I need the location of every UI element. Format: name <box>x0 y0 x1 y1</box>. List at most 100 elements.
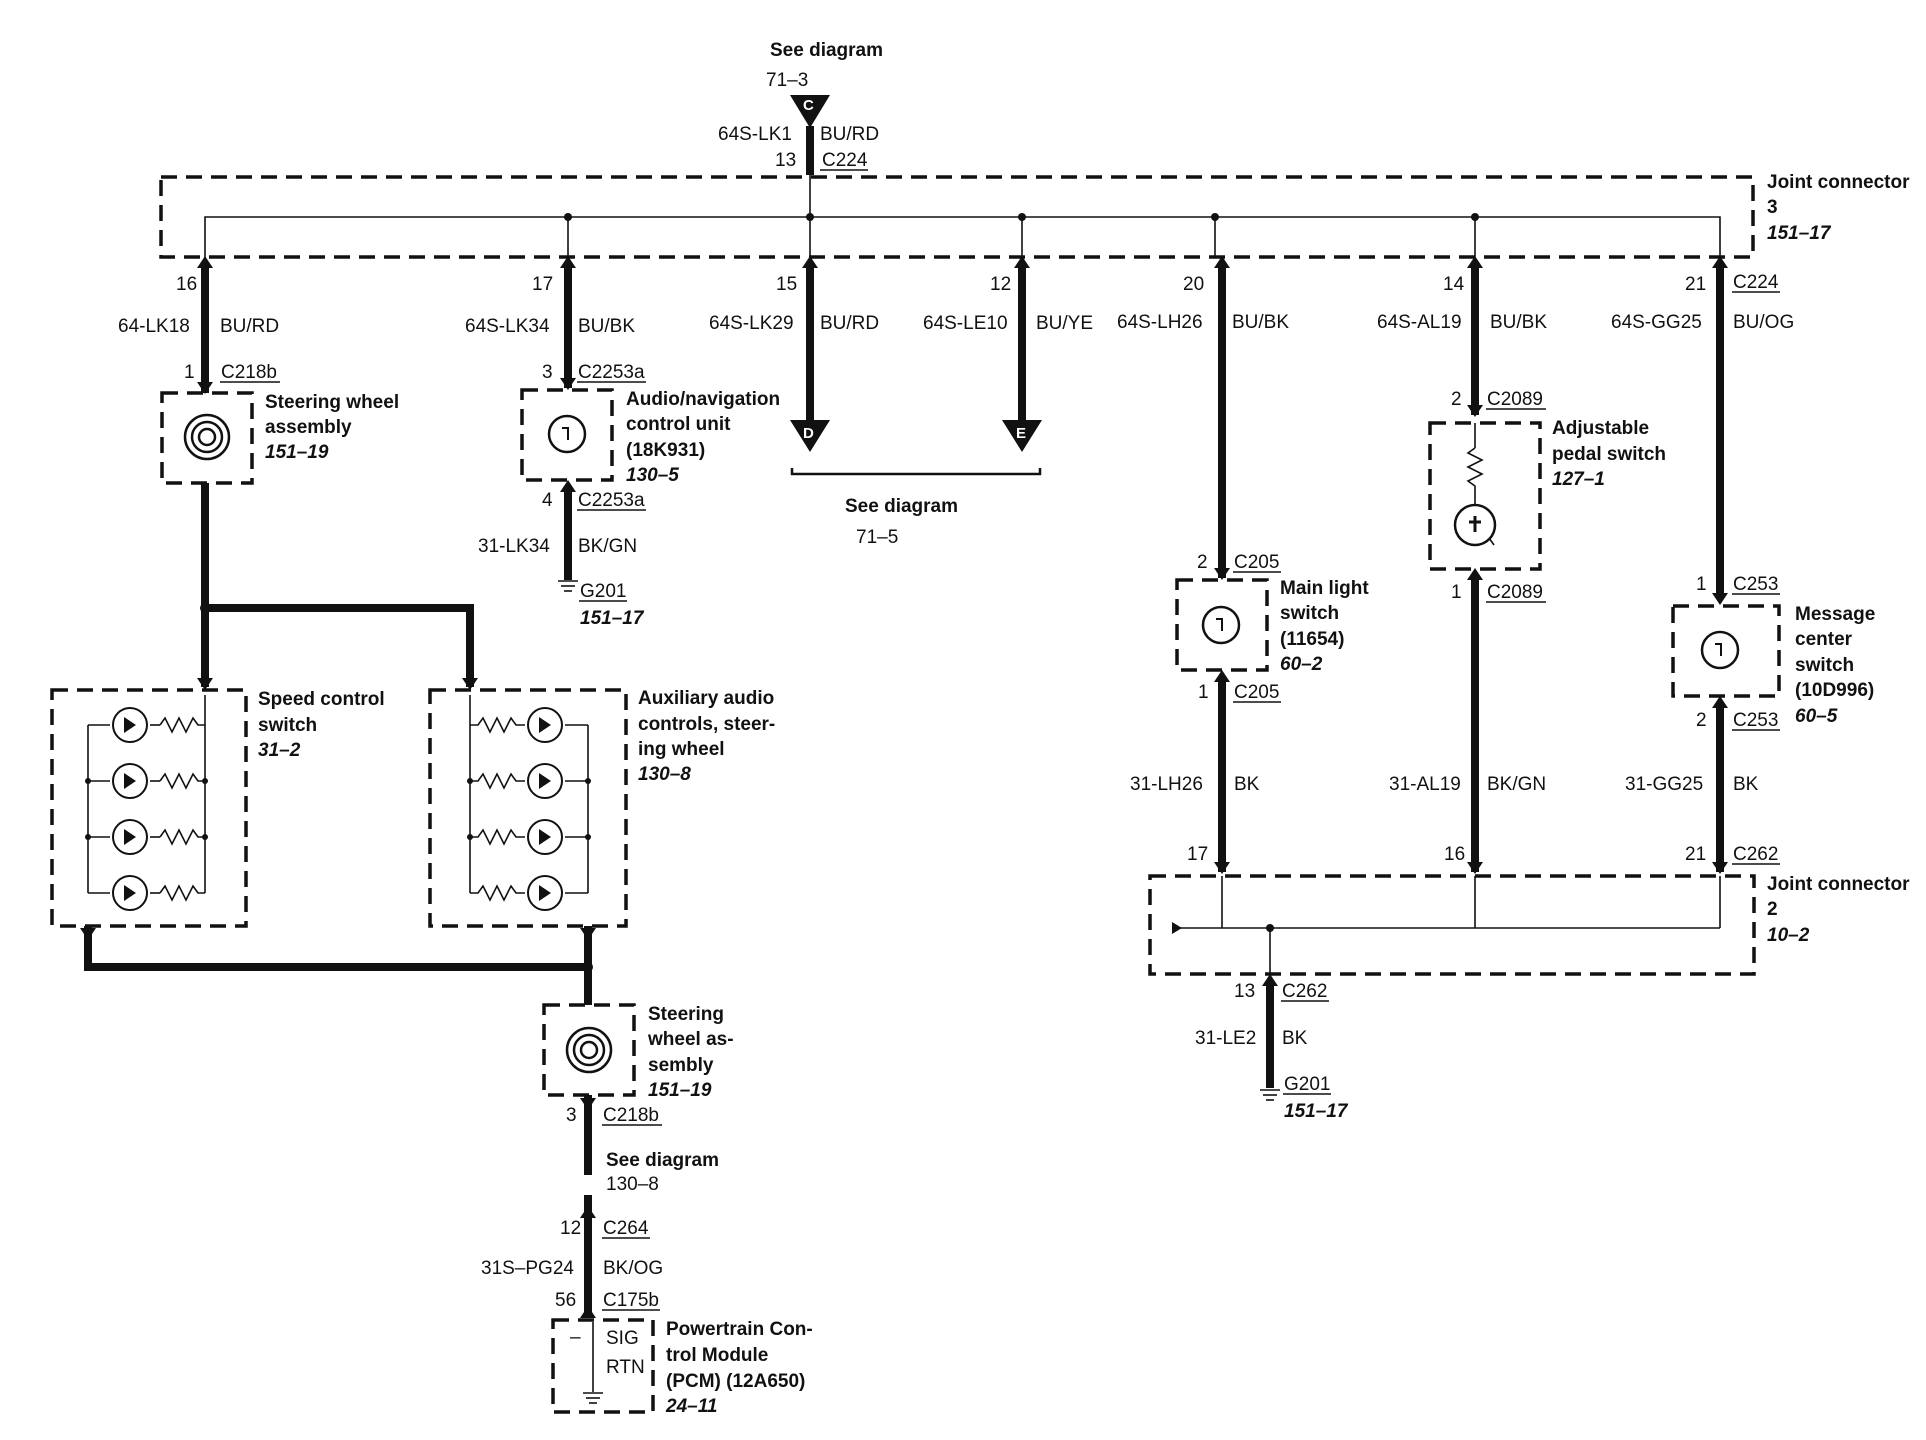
svg-text:C262: C262 <box>1733 844 1778 865</box>
svg-text:21: 21 <box>1685 274 1706 295</box>
svg-text:C224: C224 <box>1733 272 1779 293</box>
svg-text:151–19: 151–19 <box>648 1080 712 1101</box>
svg-text:16: 16 <box>1444 844 1465 865</box>
arrow-icon <box>197 256 213 268</box>
svg-text:controls, steer-: controls, steer- <box>638 714 775 735</box>
ground-icon <box>583 1392 603 1404</box>
svg-text:C2089: C2089 <box>1487 582 1543 603</box>
svg-text:(PCM) (12A650): (PCM) (12A650) <box>666 1371 805 1392</box>
top-wire: 64S-LK1 <box>718 124 792 145</box>
svg-text:1: 1 <box>1451 582 1462 603</box>
svg-text:4: 4 <box>542 490 553 511</box>
audio-nav-control-unit-box <box>520 388 614 482</box>
svg-text:Audio/navigation: Audio/navigation <box>626 389 780 410</box>
branch-labels: 16 64-LK18 BU/RD 17 64S-LK34 BU/BK 15 64… <box>118 272 1794 337</box>
pedal-switch-circuit <box>1453 423 1497 547</box>
svg-text:C253: C253 <box>1733 574 1778 595</box>
svg-text:switch: switch <box>1795 655 1854 676</box>
joint-connector-3-bus <box>204 216 1721 258</box>
adjustable-pedal-switch-box <box>1428 421 1542 571</box>
svg-text:trol Module: trol Module <box>666 1345 768 1366</box>
svg-text:BU/YE: BU/YE <box>1036 313 1093 334</box>
svg-text:151–17: 151–17 <box>580 608 645 629</box>
svg-text:127–1: 127–1 <box>1552 469 1605 490</box>
svg-text:Auxiliary audio: Auxiliary audio <box>638 688 774 709</box>
svg-text:31-LE2: 31-LE2 <box>1195 1028 1256 1049</box>
joint3-label: Joint connector <box>1767 172 1910 193</box>
svg-text:1: 1 <box>184 362 195 383</box>
svg-text:BU/BK: BU/BK <box>578 316 635 337</box>
pcm-box <box>551 1318 655 1414</box>
svg-text:See diagram: See diagram <box>845 496 958 517</box>
svg-text:BK/GN: BK/GN <box>1487 774 1546 795</box>
svg-text:Steering wheel: Steering wheel <box>265 392 399 413</box>
svg-text:See diagram: See diagram <box>606 1150 719 1171</box>
svg-text:151–19: 151–19 <box>265 442 329 463</box>
svg-text:3: 3 <box>566 1105 577 1126</box>
svg-text:64S-LK29: 64S-LK29 <box>709 313 794 334</box>
svg-text:60–5: 60–5 <box>1795 706 1838 727</box>
svg-text:switch: switch <box>1280 603 1339 624</box>
svg-text:G201: G201 <box>580 581 626 602</box>
svg-text:31-LH26: 31-LH26 <box>1130 774 1203 795</box>
svg-text:(18K931): (18K931) <box>626 440 705 461</box>
switch-icon <box>1201 605 1241 645</box>
svg-text:pedal switch: pedal switch <box>1552 444 1666 465</box>
svg-text:BU/RD: BU/RD <box>220 316 279 337</box>
svg-text:center: center <box>1795 629 1853 650</box>
svg-text:C264: C264 <box>603 1218 649 1239</box>
svg-text:Speed control: Speed control <box>258 689 385 710</box>
svg-text:BK/OG: BK/OG <box>603 1258 663 1279</box>
svg-text:Joint connector: Joint connector <box>1767 874 1910 895</box>
svg-text:BK: BK <box>1234 774 1260 795</box>
svg-text:Powertrain Con-: Powertrain Con- <box>666 1319 813 1340</box>
clockspring-icon <box>565 1026 613 1074</box>
svg-text:G201: G201 <box>1284 1074 1330 1095</box>
svg-text:C175b: C175b <box>603 1290 659 1311</box>
svg-text:ing wheel: ing wheel <box>638 739 725 760</box>
svg-text:(11654): (11654) <box>1280 629 1344 650</box>
connector-d-letter: D <box>803 425 814 442</box>
connector-c-arrow-icon <box>790 95 830 128</box>
svg-text:Adjustable: Adjustable <box>1552 418 1649 439</box>
joint3-ref: 151–17 <box>1767 223 1832 244</box>
svg-text:BU/OG: BU/OG <box>1733 312 1794 333</box>
svg-text:BK/GN: BK/GN <box>578 536 637 557</box>
svg-text:21: 21 <box>1685 844 1706 865</box>
message-center-switch-box <box>1671 604 1781 698</box>
svg-text:151–17: 151–17 <box>1284 1101 1349 1122</box>
svg-text:17: 17 <box>532 274 553 295</box>
svg-text:130–8: 130–8 <box>606 1174 659 1195</box>
svg-text:RTN: RTN <box>606 1357 645 1378</box>
svg-text:C2253a: C2253a <box>578 490 645 511</box>
svg-text:–: – <box>570 1327 581 1348</box>
svg-text:31S–PG24: 31S–PG24 <box>481 1258 574 1279</box>
top-pin: 13 <box>775 150 796 171</box>
svg-text:BU/RD: BU/RD <box>820 313 879 334</box>
svg-text:71–5: 71–5 <box>856 527 898 548</box>
steering-wheel-assembly-2-box <box>542 1003 636 1097</box>
svg-text:64-LK18: 64-LK18 <box>118 316 190 337</box>
svg-text:2: 2 <box>1767 899 1778 920</box>
svg-text:C218b: C218b <box>221 362 277 383</box>
joint-connector-2-bus <box>1175 876 1721 974</box>
top-see-diagram: See diagram <box>770 40 883 61</box>
top-color: BU/RD <box>820 124 879 145</box>
aux-audio-circuit <box>467 695 591 911</box>
svg-text:64S-LE10: 64S-LE10 <box>923 313 1008 334</box>
svg-text:130–5: 130–5 <box>626 465 679 486</box>
speed-control-circuit <box>85 695 208 911</box>
svg-text:10–2: 10–2 <box>1767 925 1810 946</box>
svg-text:BK: BK <box>1733 774 1759 795</box>
connector-d-arrow-icon <box>790 420 830 452</box>
joint3-number: 3 <box>1767 197 1778 218</box>
svg-text:Message: Message <box>1795 604 1875 625</box>
svg-text:assembly: assembly <box>265 417 352 438</box>
auxiliary-audio-controls-box <box>428 688 628 928</box>
svg-text:BU/BK: BU/BK <box>1232 312 1289 333</box>
svg-text:130–8: 130–8 <box>638 764 691 785</box>
connector-e-arrow-icon <box>1002 420 1042 452</box>
svg-text:Main light: Main light <box>1280 578 1369 599</box>
steering-wheel-assembly-box <box>160 391 254 485</box>
